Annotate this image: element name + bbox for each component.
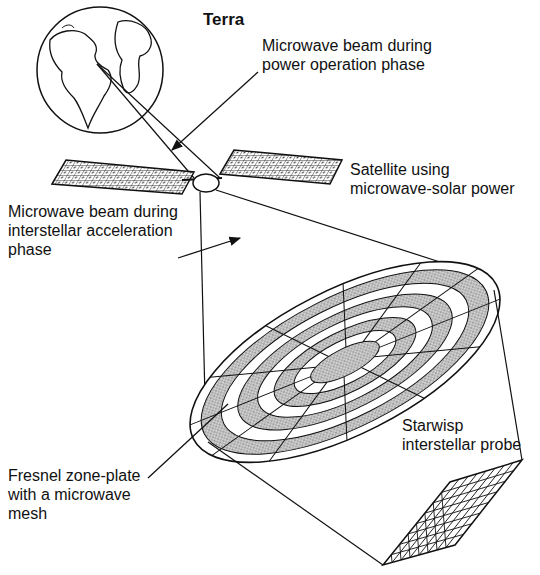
stroke	[379, 289, 500, 358]
stroke	[433, 503, 437, 550]
stroke	[410, 474, 477, 558]
stroke	[442, 492, 446, 547]
stroke	[374, 312, 480, 392]
stroke	[442, 471, 514, 493]
stroke	[417, 524, 420, 556]
callout-label: Fresnel zone-plate with a microwave mesh	[8, 466, 158, 523]
stroke	[367, 268, 487, 342]
stroke	[446, 463, 513, 548]
fresnel-zone-plate	[161, 221, 529, 504]
stroke	[361, 348, 424, 417]
power-beam	[97, 64, 220, 178]
stroke	[392, 479, 459, 562]
callout-label: Microwave beam during interstellar accel…	[8, 202, 178, 259]
earth-label: Terra	[203, 10, 273, 29]
stroke	[425, 513, 428, 552]
stroke	[437, 466, 504, 551]
leader-lines	[148, 72, 258, 478]
callout-label: Satellite using microwave-solar power	[350, 160, 535, 198]
stroke	[203, 382, 323, 456]
stroke	[190, 366, 311, 435]
stroke	[408, 534, 410, 558]
callout-label: Starwisp interstellar probe	[402, 416, 537, 454]
stroke	[391, 555, 393, 563]
stroke	[210, 332, 316, 412]
earth	[37, 7, 163, 133]
stroke	[428, 468, 495, 552]
stroke	[266, 307, 329, 376]
satellite	[52, 150, 342, 194]
callout-label: Microwave beam during power operation ph…	[262, 36, 442, 74]
stroke	[425, 492, 497, 513]
beam-to-probe	[208, 290, 522, 565]
stroke	[400, 544, 401, 560]
stroke	[419, 471, 486, 555]
starwisp-probe	[383, 460, 522, 565]
stroke	[321, 377, 371, 440]
stroke	[320, 284, 370, 347]
stroke	[401, 477, 468, 561]
